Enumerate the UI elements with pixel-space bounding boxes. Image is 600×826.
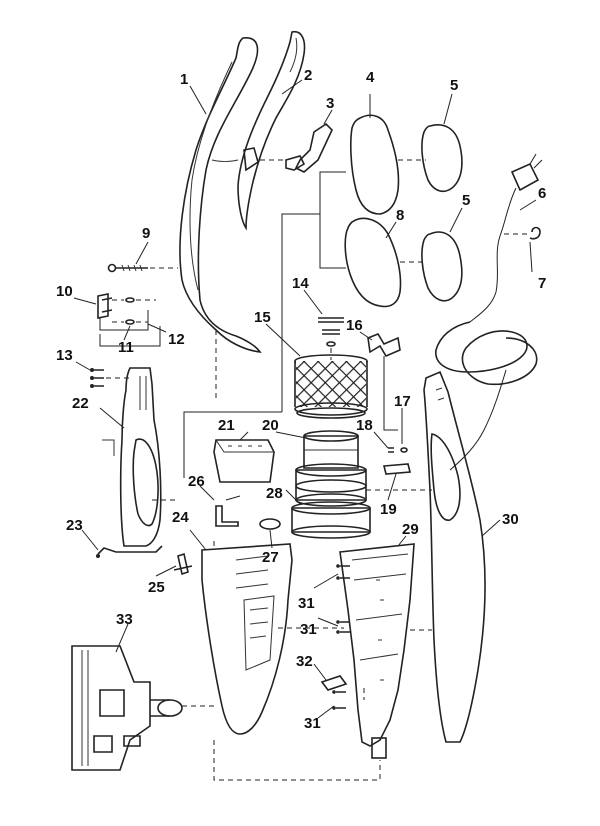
- callout-30: 30: [502, 511, 519, 528]
- callout-25: 25: [148, 579, 165, 596]
- part-15-filter: [294, 354, 368, 419]
- callout-5a: 5: [450, 77, 458, 94]
- part-1-handle: [179, 37, 262, 354]
- part-7-clip: [504, 226, 541, 240]
- part-4-grille: [350, 114, 426, 215]
- callout-15: 15: [254, 309, 271, 326]
- callout-6: 6: [538, 185, 546, 202]
- callout-32: 32: [296, 653, 313, 670]
- callout-18: 18: [356, 417, 373, 434]
- callout-3: 3: [326, 95, 334, 112]
- callout-27: 27: [262, 549, 279, 566]
- part-29-main-body: [339, 543, 415, 759]
- callout-9: 9: [142, 225, 150, 242]
- callout-19: 19: [380, 501, 397, 518]
- callout-labels: 1 2 3 4 5 5 6 7 8 9 10 11 12 13 14 15 16…: [56, 67, 546, 732]
- callout-2: 2: [304, 67, 312, 84]
- callout-21: 21: [218, 417, 235, 434]
- callout-24: 24: [172, 509, 189, 526]
- part-23-wire: [96, 545, 163, 558]
- callout-10: 10: [56, 283, 73, 300]
- callout-28: 28: [266, 485, 283, 502]
- part-8-grille: [344, 217, 426, 308]
- part-14-spring: [318, 317, 344, 360]
- callout-16: 16: [346, 317, 363, 334]
- callout-33: 33: [116, 611, 133, 628]
- callout-5b: 5: [462, 192, 470, 209]
- part-3-switch: [260, 122, 333, 173]
- callout-13: 13: [56, 347, 73, 364]
- callout-14: 14: [292, 275, 309, 292]
- part-26-clip: [215, 495, 241, 527]
- part-13-screws: [90, 368, 132, 388]
- callout-26: 26: [188, 473, 205, 490]
- callout-11: 11: [118, 339, 134, 356]
- callout-8: 8: [396, 207, 404, 224]
- callout-7: 7: [538, 275, 546, 292]
- part-20-motor: [295, 430, 367, 507]
- callout-31b: 31: [300, 621, 317, 638]
- part-27-button: [259, 518, 281, 530]
- callout-4: 4: [366, 69, 375, 86]
- part-21-bag-holder: [213, 439, 275, 483]
- part-25-latch: [173, 552, 193, 576]
- callout-leader-lines: [73, 79, 537, 719]
- callout-22: 22: [72, 395, 89, 412]
- callout-17: 17: [394, 393, 411, 410]
- part-16-bracket: [367, 333, 401, 431]
- callout-23: 23: [66, 517, 83, 534]
- callout-31a: 31: [298, 595, 315, 612]
- callout-12: 12: [168, 331, 185, 348]
- part-10-11-12-latch: [97, 293, 161, 347]
- callout-31c: 31: [304, 715, 321, 732]
- callout-20: 20: [262, 417, 279, 434]
- grille-bracket-lines: [183, 171, 346, 478]
- part-28-fan: [291, 501, 371, 539]
- part-30-side-housing: [423, 370, 486, 743]
- part-2-handle-cover: [237, 30, 306, 231]
- callout-1: 1: [180, 71, 188, 88]
- part-5b-vent-panel: [421, 231, 463, 302]
- part-22-rear-housing: [102, 367, 162, 547]
- part-32-button: [320, 675, 348, 691]
- part-9-screw: [107, 263, 178, 273]
- assembly-guide-lines: [152, 330, 432, 781]
- part-24-front-housing: [201, 543, 293, 735]
- part-31-screws: [332, 564, 350, 710]
- callout-29: 29: [402, 521, 419, 538]
- part-5a-vent-panel: [421, 124, 463, 193]
- part-6-power-cord: [435, 153, 543, 471]
- part-17-18-19-small-parts: [366, 447, 432, 491]
- part-33-floor-nozzle: [71, 645, 183, 771]
